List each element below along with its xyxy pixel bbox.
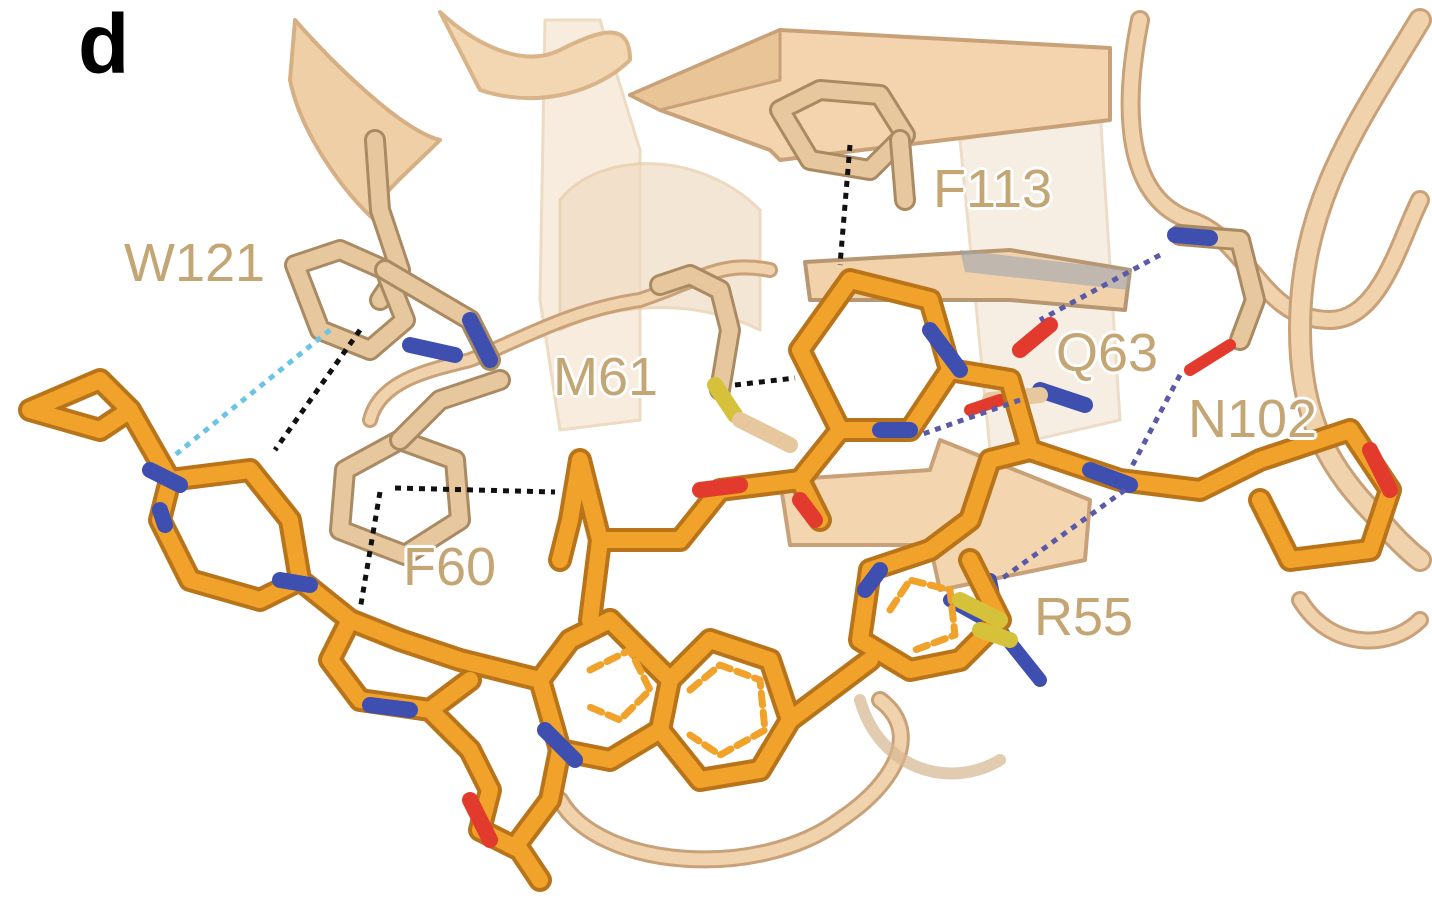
residue-w121-sticks (284, 129, 501, 371)
contact-w121-pi (173, 328, 332, 457)
interaction-contacts (173, 144, 1183, 611)
residue-n102-sticks (1167, 224, 1266, 376)
contact-m61 (734, 375, 796, 388)
contact-f113 (837, 144, 853, 266)
label-q63: Q63 (1056, 323, 1159, 383)
ligand-sticks (18, 268, 1402, 892)
label-n102: N102 (1188, 389, 1318, 449)
panel-label: d (78, 0, 130, 91)
label-r55: R55 (1034, 587, 1134, 647)
contact-w121-hydrophobic (272, 328, 363, 452)
hbond-n102-mid (1127, 373, 1183, 472)
residue-m61-sticks (649, 264, 798, 453)
contact-f60-a (394, 485, 556, 495)
label-m61: M61 (553, 347, 659, 407)
residue-f60-sticks (329, 369, 511, 566)
hbond-q63 (919, 397, 1021, 438)
label-f60: F60 (403, 537, 497, 597)
hbond-n102-top (1038, 252, 1162, 323)
hbond-r55 (998, 487, 1127, 583)
contact-f60-b (357, 491, 383, 611)
label-f113: F113 (933, 159, 1053, 219)
label-w121: W121 (124, 233, 266, 293)
protein-residues (284, 79, 1266, 687)
residue-f113-sticks (769, 79, 916, 211)
